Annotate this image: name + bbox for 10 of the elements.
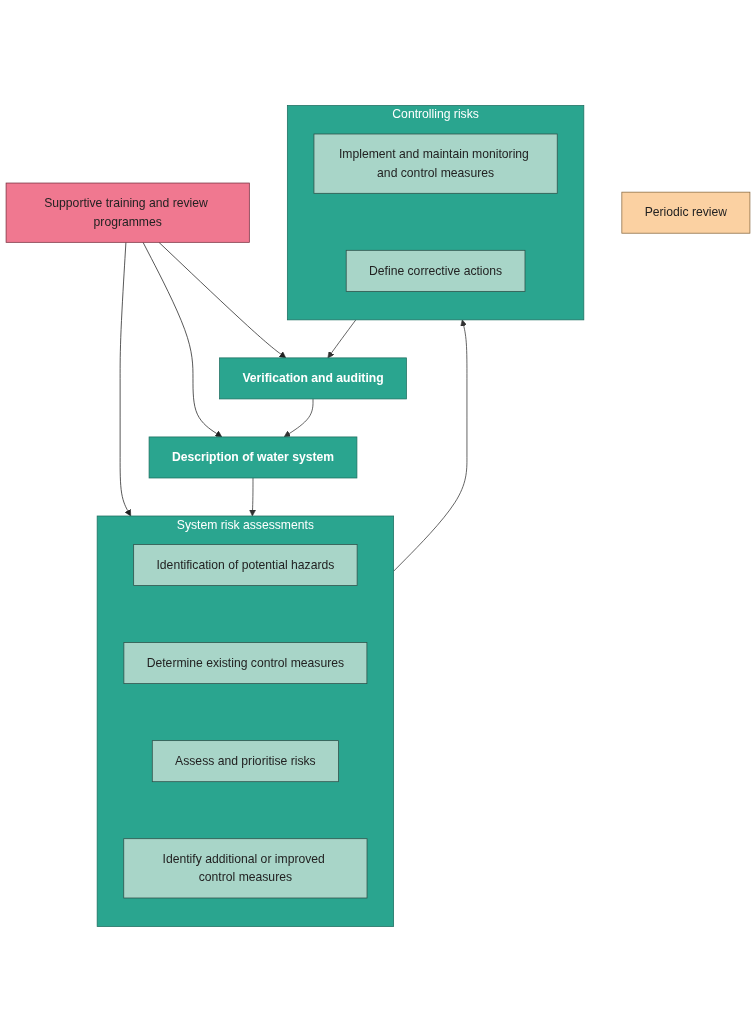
node-box: Implement and maintain monitoring and control measures (313, 133, 558, 194)
node-box: Verification and auditing (219, 357, 407, 400)
node-box: Periodic review (621, 191, 751, 234)
node-box: Assess and prioritise risks (151, 740, 339, 783)
node-box: Description of water system (148, 436, 358, 479)
node-box: Determine existing control measures (123, 642, 368, 684)
node-box: Define corrective actions (345, 249, 526, 292)
node-box: Supportive training and review programmes (5, 182, 250, 243)
node-box: Identification of potential hazards (133, 544, 358, 586)
node-box: Identify additional or improved control measures (123, 838, 368, 899)
